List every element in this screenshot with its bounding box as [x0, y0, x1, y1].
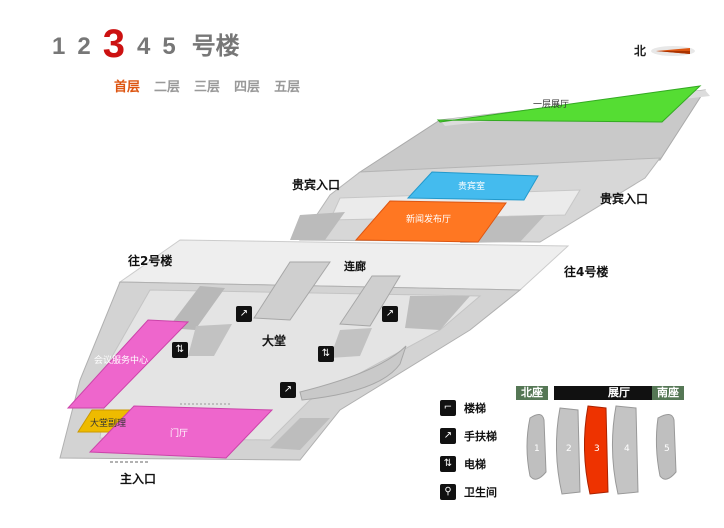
minimap-block-2[interactable]: 2	[566, 444, 572, 454]
press-hall-label: 新闻发布厅	[406, 215, 452, 225]
legend-label: 电梯	[464, 458, 486, 471]
to-building2-label: 往2号楼	[128, 254, 173, 268]
building-selector: 1 2 3 4 5 号楼	[52, 24, 252, 64]
floor-selector: 首层 二层 三层 四层 五层	[114, 76, 300, 95]
legend-label: 卫生间	[464, 486, 497, 499]
foyer-label: 门厅	[170, 429, 189, 439]
elevator-icon[interactable]: ⇅	[172, 342, 188, 358]
vip-room-label: 贵宾室	[458, 182, 486, 192]
conference-center-region	[66, 319, 190, 409]
building-minimap: 北座 展厅 南座 1 2 3 4 5	[516, 386, 722, 498]
floor-2-tab[interactable]: 二层	[154, 80, 181, 95]
building-2-link[interactable]: 2	[77, 33, 91, 60]
north-arrow-icon	[651, 45, 696, 56]
building-4-link[interactable]: 4	[136, 33, 151, 60]
floor-3-tab[interactable]: 三层	[194, 80, 221, 95]
escalator-icon: ↗	[440, 428, 456, 444]
corridor-label: 连廊	[344, 260, 366, 273]
building-suffix: 号楼	[191, 33, 240, 60]
north-hall-region	[436, 85, 702, 123]
minimap-block-3[interactable]: 3	[594, 444, 600, 454]
stairs-icon: ⌐	[440, 400, 456, 416]
elevator-icon: ⇅	[440, 456, 456, 472]
south-seat-header: 南座	[652, 386, 684, 400]
legend-label: 楼梯	[464, 402, 486, 415]
legend-item: ⇅ 电梯	[440, 450, 497, 478]
building-1-link[interactable]: 1	[52, 33, 66, 60]
north-label: 北	[634, 44, 647, 58]
to-building4-label: 往4号楼	[564, 265, 609, 279]
foyer-region	[88, 405, 274, 459]
minimap-block-4[interactable]: 4	[624, 444, 630, 454]
main-entrance-label: 主入口	[120, 472, 157, 486]
compass: 北	[634, 42, 696, 59]
floor-4-tab[interactable]: 四层	[234, 80, 261, 95]
north-seat-header: 北座	[516, 386, 548, 400]
legend: ⌐ 楼梯 ↗ 手扶梯 ⇅ 电梯 ⚲ 卫生间	[440, 394, 497, 506]
lobby-manager-label: 大堂副理	[90, 419, 127, 429]
restroom-icon: ⚲	[440, 484, 456, 500]
legend-item: ⌐ 楼梯	[440, 394, 497, 422]
vip-entrance-right-label: 贵宾入口	[600, 192, 649, 206]
escalator-icon[interactable]: ↗	[382, 306, 398, 322]
escalator-icon[interactable]: ↗	[280, 382, 296, 398]
building-5-link[interactable]: 5	[162, 33, 176, 60]
press-hall-region	[354, 200, 507, 243]
escalator-icon[interactable]: ↗	[236, 306, 252, 322]
minimap-block-5[interactable]: 5	[664, 444, 670, 454]
lobby-label: 大堂	[262, 334, 287, 348]
hall1-label: 一层展厅	[533, 100, 570, 110]
minimap-block-1[interactable]: 1	[534, 444, 540, 454]
legend-label: 手扶梯	[464, 430, 497, 443]
conference-center-label: 会议服务中心	[94, 356, 149, 366]
hall-header: 展厅	[554, 386, 684, 400]
legend-item: ⚲ 卫生间	[440, 478, 497, 506]
floor-5-tab[interactable]: 五层	[274, 80, 301, 95]
vip-entrance-left-label: 贵宾入口	[292, 178, 341, 192]
legend-item: ↗ 手扶梯	[440, 422, 497, 450]
elevator-icon[interactable]: ⇅	[318, 346, 334, 362]
building-3-link[interactable]: 3	[102, 22, 125, 66]
minimap-blocks	[526, 405, 677, 495]
vip-room-region	[406, 171, 539, 201]
floor-1-tab[interactable]: 首层	[114, 80, 141, 95]
